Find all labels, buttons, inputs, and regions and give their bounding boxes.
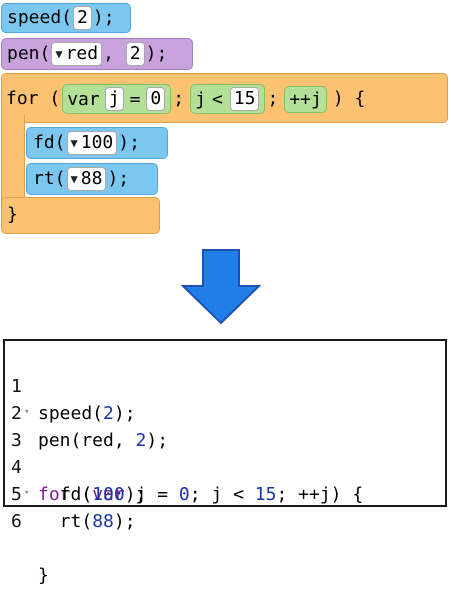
pen-end: ); (145, 43, 168, 64)
dropdown-arrow-icon: ▼ (70, 172, 78, 186)
for-open: ( (49, 88, 61, 109)
step-expr: ++j (289, 88, 322, 110)
fd-func: fd( (33, 132, 66, 153)
code-text: } (38, 565, 49, 586)
pen-func: pen( (7, 43, 51, 64)
for-end-brace: } (7, 203, 18, 227)
speed-block-content: speed( 2 ); (7, 5, 115, 31)
code-line: 3 ▾ for (var j = 0; j < 15; ++j) { (5, 400, 445, 505)
cond-value[interactable]: 15 (229, 87, 260, 111)
line-number: 5 (11, 484, 22, 505)
init-value[interactable]: 0 (146, 87, 166, 111)
init-kw: var (67, 88, 100, 110)
rt-value: 88 (80, 168, 103, 189)
pen-sep: , (103, 43, 114, 64)
for-close: ) { (332, 88, 366, 109)
rt-value-dropdown[interactable]: ▼ 88 (66, 167, 107, 191)
fd-block-content: fd( ▼ 100 ); (33, 130, 140, 156)
code-text: for (var j = 0; j < 15; ++j) { (38, 484, 364, 505)
dropdown-arrow-icon: ▼ (55, 47, 63, 61)
fd-value: 100 (80, 132, 114, 153)
pen-color-dropdown[interactable]: ▼ red (51, 42, 103, 66)
code-line: 6 ▾ } (5, 481, 445, 586)
rt-end: ); (107, 168, 130, 189)
cond-op: < (211, 88, 223, 110)
code-line: 4 fd(100); (5, 427, 445, 505)
pen-width-value[interactable]: 2 (125, 42, 145, 66)
code-text: pen(red, 2); (38, 430, 169, 451)
for-semi2: ; (267, 88, 279, 109)
pen-block-content: pen( ▼ red , 2 ); (7, 41, 167, 67)
pen-color-value: red (65, 43, 99, 64)
code-text: fd(100); (38, 484, 147, 505)
fold-marker-icon[interactable]: ▾ (24, 407, 30, 417)
speed-value[interactable]: 2 (73, 6, 92, 30)
fd-end: ); (118, 132, 140, 153)
down-arrow-icon (180, 249, 262, 325)
speed-func: speed( (7, 7, 73, 28)
code-line: 2 pen(red, 2); (5, 373, 445, 451)
line-number: 2 (11, 403, 22, 424)
speed-end: ); (92, 7, 115, 28)
speed-block[interactable] (1, 3, 131, 33)
rt-block-content: rt( ▼ 88 ); (33, 166, 129, 192)
code-line: 5 rt(88); (5, 454, 445, 532)
code-text: speed(2); (38, 403, 136, 424)
line-number: 4 (11, 457, 22, 478)
for-init-chip[interactable]: var j = 0 (62, 84, 172, 114)
fold-marker-icon[interactable]: ▾ (24, 488, 30, 498)
cond-var: j (195, 88, 206, 110)
for-end: } (7, 204, 18, 225)
for-keyword: for (6, 88, 39, 109)
init-var[interactable]: j (104, 87, 124, 111)
line-number: 3 (11, 430, 22, 451)
code-text: rt(88); (38, 511, 136, 532)
code-line: 1 speed(2); (5, 346, 445, 424)
for-step-chip[interactable]: ++j (284, 85, 327, 113)
fd-value-dropdown[interactable]: ▼ 100 (66, 131, 118, 155)
init-op: = (129, 88, 141, 110)
for-semi1: ; (173, 88, 185, 109)
for-block-bottom (1, 197, 160, 234)
rt-func: rt( (33, 168, 66, 189)
line-number: 1 (11, 376, 22, 397)
for-cond-chip[interactable]: j < 15 (190, 84, 266, 114)
dropdown-arrow-icon: ▼ (70, 136, 78, 150)
for-header: for ( var j = 0 ; j < 15 ; ++j ) { (6, 84, 366, 114)
line-number: 6 (11, 511, 22, 532)
code-editor[interactable]: 1 speed(2); 2 pen(red, 2); 3 ▾ for (var … (3, 339, 447, 586)
